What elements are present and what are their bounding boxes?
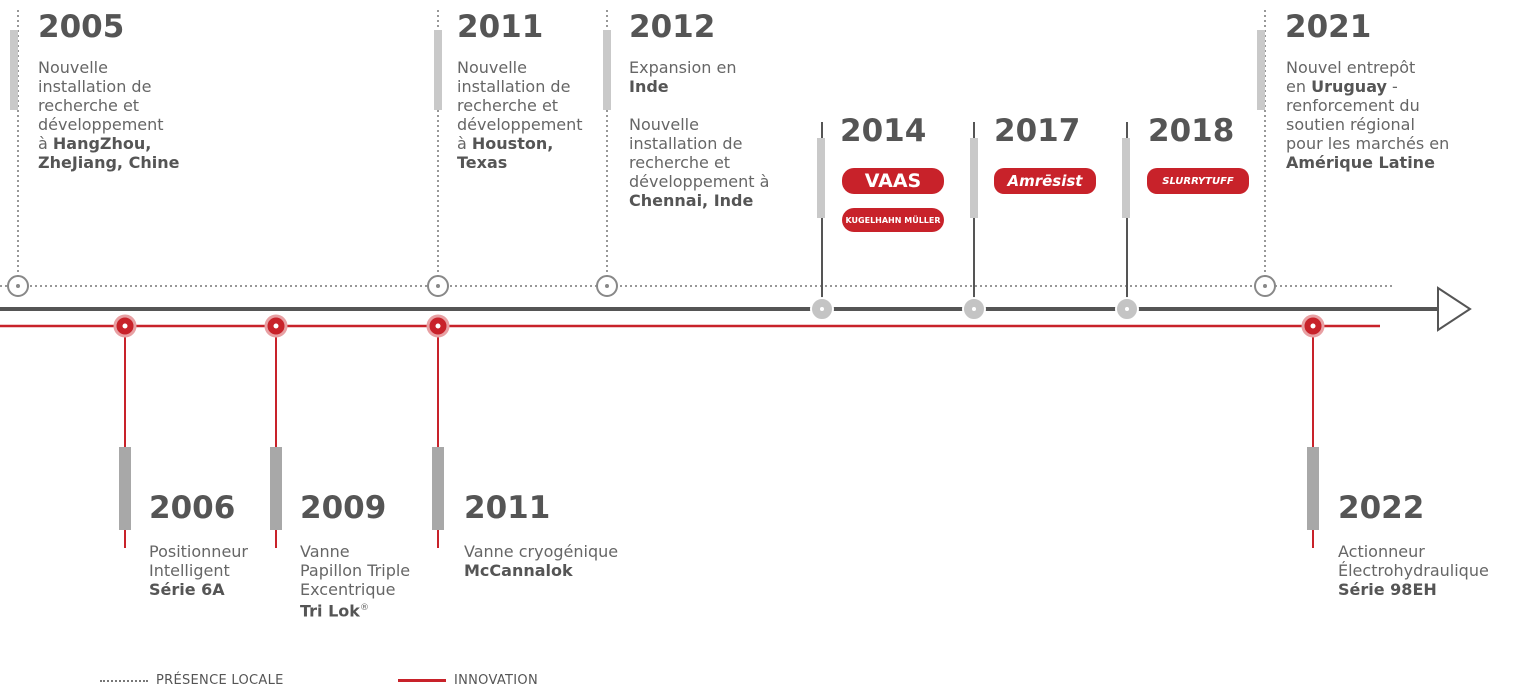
node-2022 [1301, 314, 1325, 338]
year-2006: 2006 [149, 490, 236, 526]
axis-arrowhead [1437, 286, 1472, 332]
desc-2011-local: Nouvelle installation de recherche et dé… [457, 58, 583, 172]
node-2021 [1254, 275, 1276, 297]
node-2012 [596, 275, 618, 297]
bar-2011b [432, 447, 444, 530]
desc-2022: Actionneur Électrohydraulique Série 98EH [1338, 542, 1489, 599]
desc-2012: Expansion en Inde Nouvelle installation … [629, 58, 770, 210]
year-2011-innovation: 2011 [464, 490, 551, 526]
bar-2017 [970, 138, 978, 218]
logo-vaas: VAAS [842, 168, 944, 194]
bar-2009 [270, 447, 282, 530]
node-2006 [113, 314, 137, 338]
node-2011b [426, 314, 450, 338]
node-2018 [1115, 297, 1139, 321]
desc-2005: Nouvelle installation de recherche et dé… [38, 58, 180, 172]
bar-2014 [817, 138, 825, 218]
bar-2021 [1257, 30, 1265, 110]
node-2011a [427, 275, 449, 297]
year-2017: 2017 [994, 113, 1081, 149]
desc-2006: Positionneur Intelligent Série 6A [149, 542, 248, 599]
legend-local-presence: PRÉSENCE LOCALE [100, 673, 284, 688]
desc-2021: Nouvel entrepôt en Uruguay - renforcemen… [1286, 58, 1450, 172]
year-2012: 2012 [629, 9, 716, 45]
year-2005: 2005 [38, 9, 125, 45]
year-2021: 2021 [1285, 9, 1372, 45]
logo-slurrytuff: SLURRYTUFF [1147, 168, 1249, 194]
year-2011-local: 2011 [457, 9, 544, 45]
bar-2022 [1307, 447, 1319, 530]
node-2009 [264, 314, 288, 338]
bar-2011a [434, 30, 442, 110]
node-2017 [962, 297, 986, 321]
logo-amresist: Amrēsist [994, 168, 1096, 194]
year-2009: 2009 [300, 490, 387, 526]
year-2014: 2014 [840, 113, 927, 149]
year-2018: 2018 [1148, 113, 1235, 149]
bar-2012 [603, 30, 611, 110]
legend-innovation: INNOVATION [398, 673, 538, 688]
bar-2018 [1122, 138, 1130, 218]
legend-dotted-swatch [100, 679, 148, 682]
desc-2011-innovation: Vanne cryogénique McCannalok [464, 542, 619, 580]
node-2014 [810, 297, 834, 321]
legend-red-swatch [398, 679, 446, 682]
bar-2006 [119, 447, 131, 530]
node-2005 [7, 275, 29, 297]
year-2022: 2022 [1338, 490, 1425, 526]
bar-2005 [10, 30, 18, 110]
logo-kugelhahn-muller: KUGELHAHN MÜLLER [842, 208, 944, 232]
desc-2009: Vanne Papillon Triple Excentrique Tri Lo… [300, 542, 411, 621]
